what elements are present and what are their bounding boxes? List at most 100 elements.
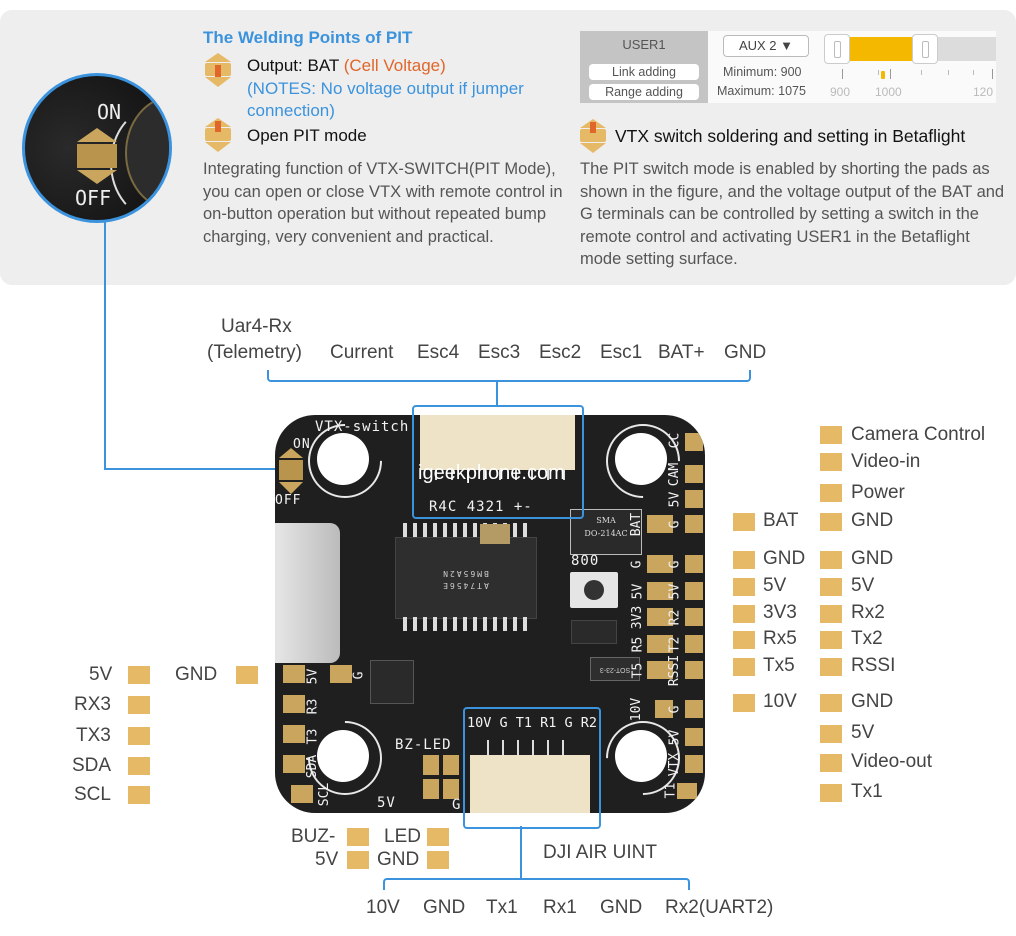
- top-connector-silk: R4C 4321 +-: [429, 499, 533, 515]
- bottom-connector-housing: [470, 755, 590, 813]
- output-bat-label: Output: BAT: [247, 56, 339, 75]
- right-inner-silk: T5: [630, 662, 646, 679]
- right-outer-silk: G: [667, 520, 683, 529]
- right-outer-silk: G: [667, 705, 683, 714]
- right-pin-label: Video-out: [851, 751, 932, 772]
- pcb-pad: [283, 665, 305, 683]
- dji-pin-label: Tx1: [486, 897, 518, 918]
- left-pin-label: SCL: [74, 784, 111, 805]
- pin-pad: [820, 605, 842, 623]
- connector-pins: [435, 470, 565, 480]
- right-outer-silk: CC: [667, 432, 683, 449]
- right-inner-pin-label: 5V: [763, 575, 787, 596]
- five-v-silk: 5V: [377, 795, 396, 811]
- betaflight-mode-panel: USER1 Link adding Range adding AUX 2 ▼ M…: [580, 31, 996, 103]
- range-min-handle[interactable]: [824, 34, 850, 64]
- scale-label: 900: [830, 85, 851, 99]
- off-silk: OFF: [275, 493, 302, 508]
- range-max-handle[interactable]: [911, 34, 938, 64]
- left-silk: T3: [305, 728, 321, 745]
- pit-title: The Welding Points of PIT: [203, 28, 413, 47]
- top-pin-label: Esc4: [417, 342, 460, 363]
- pit-switch-pad: [279, 448, 303, 494]
- zoom-connector-line-v: [104, 220, 106, 470]
- range-adding-button[interactable]: Range adding: [589, 84, 699, 100]
- pin-pad: [347, 828, 369, 846]
- scale-tick: [973, 70, 974, 75]
- pcb-pad: [685, 608, 703, 626]
- pin-pad: [733, 513, 755, 531]
- uart4-rx-label: Uar4-Rx: [221, 316, 292, 337]
- right-pin-label: Camera Control: [851, 424, 986, 445]
- pin-pad: [820, 578, 842, 596]
- output-bat-line: Output: BAT (Cell Voltage): [247, 56, 446, 76]
- left-silk: G: [351, 671, 367, 680]
- dji-title: DJI AIR UINT: [543, 842, 658, 863]
- pcb-pad: [685, 465, 703, 483]
- left-silk: 5V: [305, 668, 321, 685]
- vtx-description: The PIT switch mode is enabled by shorti…: [580, 160, 1005, 268]
- pin-pad: [820, 551, 842, 569]
- scale-tick: [842, 69, 843, 79]
- scale-label: 1000: [875, 85, 902, 99]
- crystal: [480, 524, 510, 544]
- left-silk: SCL: [317, 782, 333, 807]
- pin-pad: [128, 696, 150, 714]
- pcb-pad: [685, 582, 703, 600]
- left-gnd-label: GND: [175, 664, 218, 685]
- pcb-pad: [443, 755, 459, 775]
- pin-pad: [733, 631, 755, 649]
- minimum-label: Minimum: 900: [723, 65, 802, 79]
- pin-pad: [347, 851, 369, 869]
- sma-line1: SMA: [596, 516, 616, 525]
- dji-bracket-stem: [520, 826, 522, 878]
- pcb-pad: [685, 490, 703, 508]
- right-pin-label: 5V: [851, 575, 875, 596]
- pcb-pad: [647, 515, 673, 533]
- pin-pad: [128, 666, 150, 684]
- pin-pad: [128, 786, 150, 804]
- sma-line2: DO-214AC: [584, 529, 628, 538]
- pin-pad: [820, 784, 842, 802]
- right-inner-pin-label: Rx5: [763, 628, 797, 649]
- mode-name: USER1: [622, 37, 666, 52]
- right-inner-pin-label: 10V: [763, 691, 797, 712]
- usb-c-port: [275, 523, 340, 663]
- scale-tick: [992, 69, 993, 79]
- output-note: (NOTES: No voltage output if jumper conn…: [247, 79, 524, 120]
- pin-pad: [128, 727, 150, 745]
- led-label: LED: [384, 826, 421, 847]
- dji-bracket: [383, 878, 690, 890]
- aux-select[interactable]: AUX 2 ▼: [723, 35, 809, 57]
- top-connector-highlight: [412, 405, 584, 519]
- right-outer-silk: 5V: [667, 583, 683, 600]
- pcb-pad: [647, 582, 673, 600]
- watermark: igeekphone.com: [418, 462, 565, 484]
- pin-pad: [820, 426, 842, 444]
- right-pin-label: Power: [851, 482, 905, 503]
- pin-pad: [733, 694, 755, 712]
- pcb-pad: [685, 755, 703, 773]
- range-slider-fill: [836, 37, 924, 61]
- right-inner-silk: BAT: [629, 512, 645, 537]
- vtx-section-title: VTX switch soldering and setting in Beta…: [615, 126, 966, 146]
- pin-pad: [820, 631, 842, 649]
- link-adding-button[interactable]: Link adding: [589, 64, 699, 80]
- dji-pin-label: 10V: [366, 897, 400, 918]
- top-pin-label: Esc1: [600, 342, 643, 363]
- right-inner-pin-label: 3V3: [763, 602, 797, 623]
- right-outer-silk: T1: [663, 782, 679, 799]
- pcb-pad: [655, 700, 673, 718]
- pit-pad-icon: [77, 128, 117, 184]
- pin-pad: [820, 754, 842, 772]
- scale-tick: [890, 69, 891, 79]
- pin-pad: [733, 605, 755, 623]
- pcb-pad: [423, 779, 439, 799]
- range-slider-track[interactable]: [824, 34, 996, 64]
- sot-label: SOT-23-3: [599, 666, 631, 673]
- boot-button[interactable]: [570, 572, 618, 608]
- right-inner-silk: R5: [630, 636, 646, 653]
- left-silk: R3: [305, 698, 321, 715]
- chip-marking-2: AT7456E: [441, 581, 489, 590]
- dji-pin-label: GND: [423, 897, 466, 918]
